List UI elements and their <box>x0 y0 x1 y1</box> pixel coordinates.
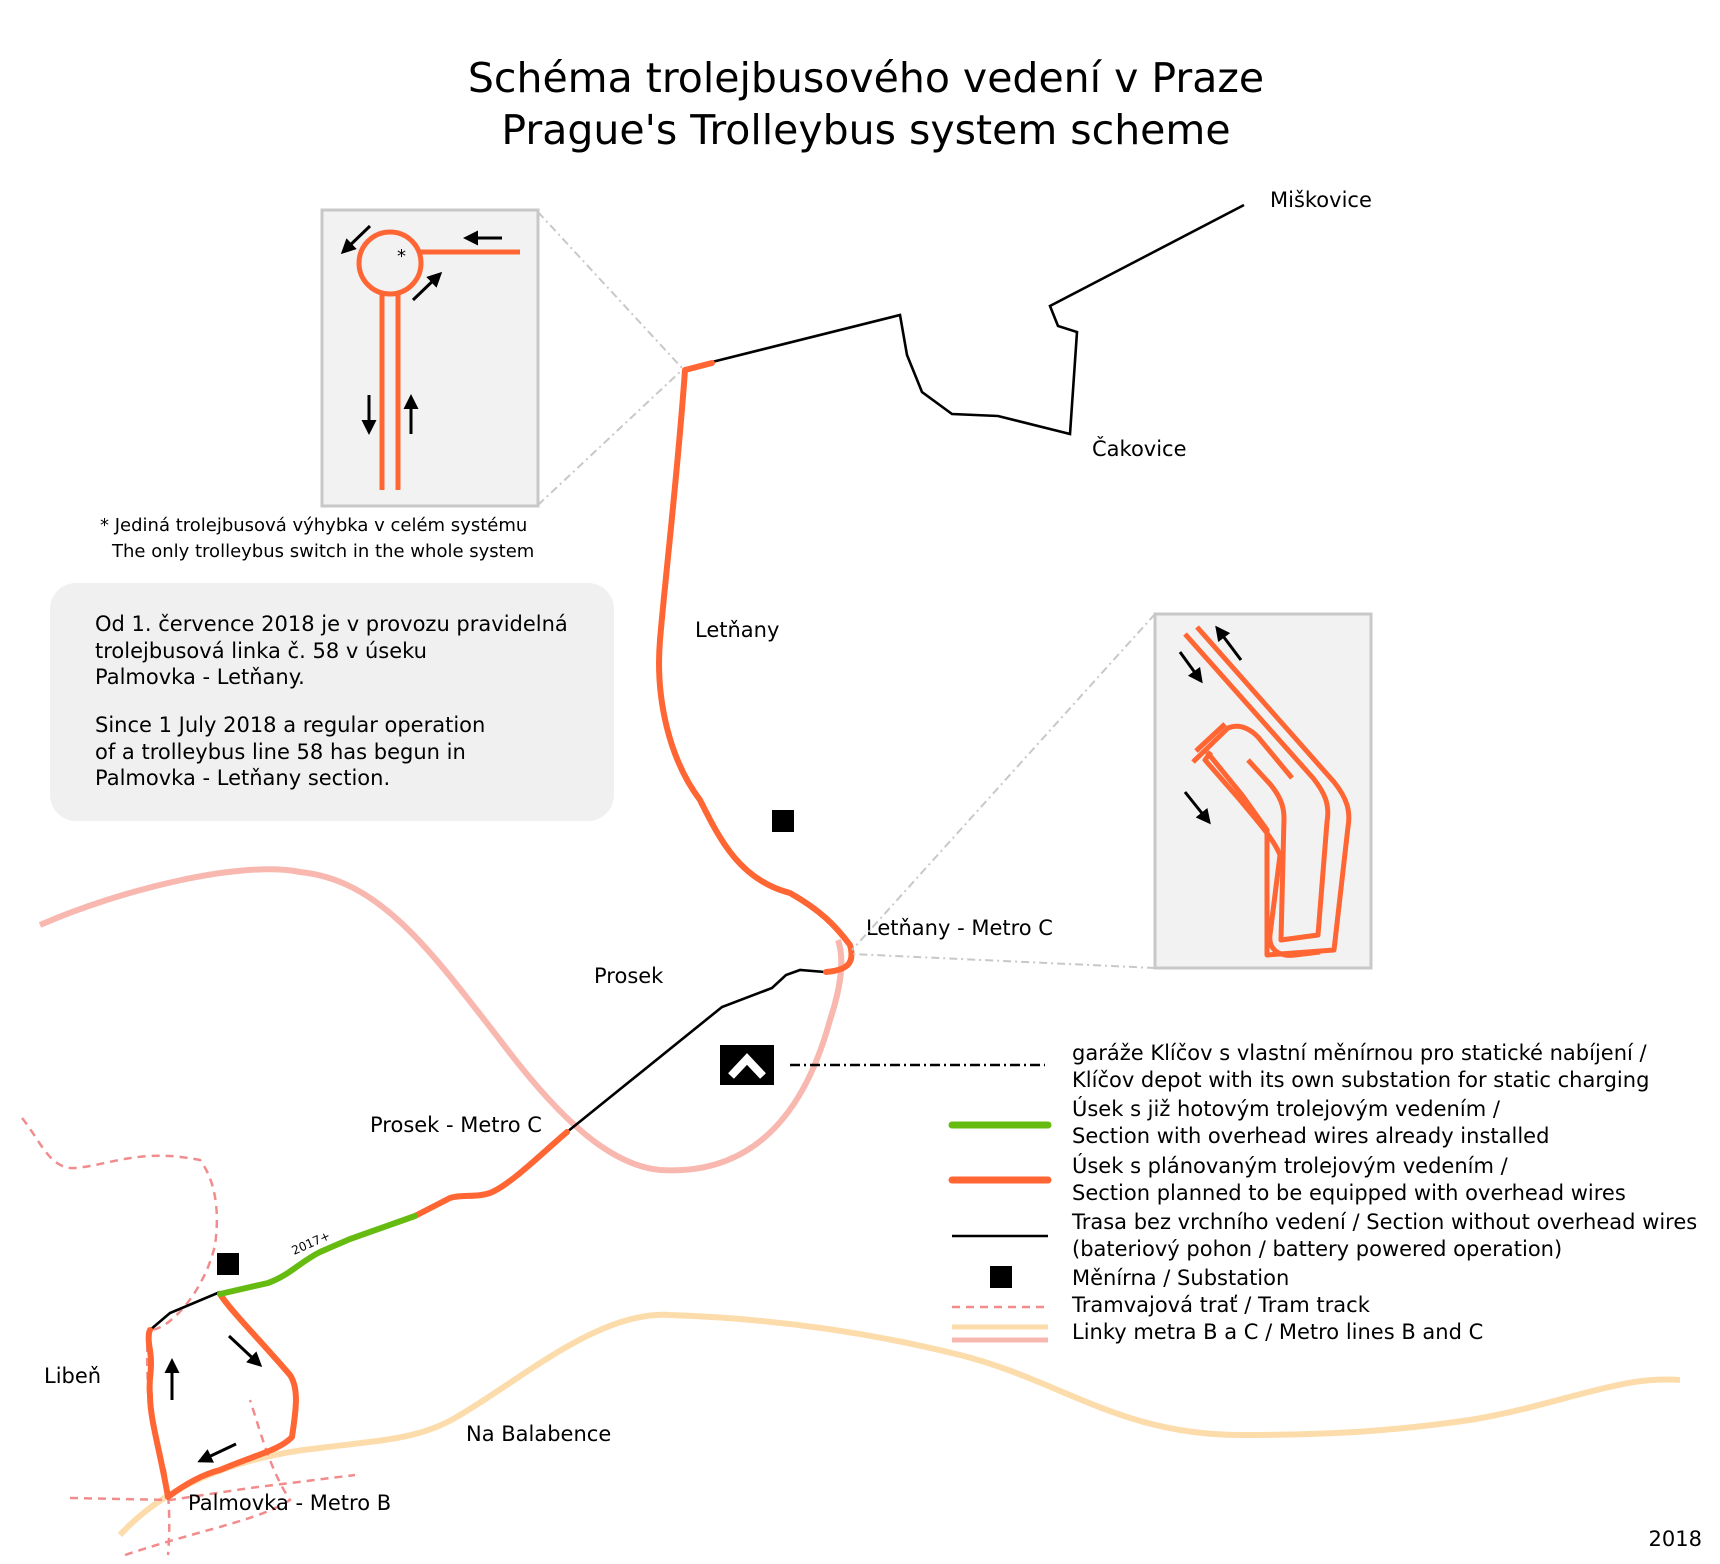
title-line1: Schéma trolejbusového vedení v Praze <box>468 54 1264 102</box>
svg-text:Palmovka - Letňany.: Palmovka - Letňany. <box>95 665 305 689</box>
route-tag: 2017+ <box>290 1228 333 1257</box>
legend: garáže Klíčov s vlastní měnírnou pro sta… <box>948 1041 1697 1344</box>
label-palmovka-metro: Palmovka - Metro B <box>188 1491 391 1515</box>
label-prosek-metro: Prosek - Metro C <box>370 1113 542 1137</box>
planned-route <box>145 360 855 1500</box>
legend-planned-1: Úsek s plánovaným trolejovým vedením / <box>1072 1153 1509 1178</box>
substation-icon <box>990 1266 1012 1288</box>
switch-asterisk: * <box>397 246 406 267</box>
legend-planned-2: Section planned to be equipped with over… <box>1072 1181 1626 1205</box>
legend-tram: Tramvajová trať / Tram track <box>1071 1293 1371 1317</box>
depot-icon <box>720 1045 774 1085</box>
svg-text:Od 1. července 2018 je v provo: Od 1. července 2018 je v provozu pravide… <box>95 612 568 636</box>
legend-battery-2: (bateriový pohon / battery powered opera… <box>1072 1237 1562 1261</box>
arrow-icon <box>340 224 372 255</box>
legend-substation: Měnírna / Substation <box>1072 1266 1289 1290</box>
legend-battery-1: Trasa bez vrchního vedení / Section with… <box>1071 1210 1697 1234</box>
battery-route <box>149 203 1245 1331</box>
title-line2: Prague's Trolleybus system scheme <box>501 106 1230 154</box>
route-arrows <box>164 1334 263 1463</box>
inset-note-cz: * Jediná trolejbusová výhybka v celém sy… <box>100 515 527 536</box>
metro-c-line <box>38 866 845 1174</box>
installed-route <box>217 1213 418 1297</box>
svg-text:Since 1 July 2018 a regular op: Since 1 July 2018 a regular operation <box>95 713 485 737</box>
label-cakovice: Čakovice <box>1092 436 1187 461</box>
arrow-icon <box>197 1442 237 1463</box>
label-prosek: Prosek <box>594 964 664 988</box>
substation-icon <box>217 1253 239 1275</box>
arrow-icon <box>411 271 443 302</box>
inset-loop <box>851 612 1373 970</box>
arrow-icon <box>1178 651 1203 684</box>
label-liben: Libeň <box>44 1364 101 1388</box>
inset-switch: * <box>320 208 683 508</box>
label-letnany: Letňany <box>695 618 779 642</box>
info-box-text: Od 1. července 2018 je v provozu pravide… <box>95 612 568 790</box>
tram-tracks <box>21 1117 356 1557</box>
legend-installed-1: Úsek s již hotovým trolejovým vedením / <box>1072 1096 1501 1121</box>
svg-text:Palmovka - Letňany section.: Palmovka - Letňany section. <box>95 766 390 790</box>
arrow-icon <box>1215 625 1243 661</box>
legend-depot-1: garáže Klíčov s vlastní měnírnou pro sta… <box>1072 1041 1648 1065</box>
info-box <box>50 583 614 821</box>
legend-installed-2: Section with overhead wires already inst… <box>1072 1124 1549 1148</box>
svg-text:of a trolleybus line 58 has be: of a trolleybus line 58 has begun in <box>95 740 466 764</box>
arrow-icon <box>227 1334 263 1368</box>
svg-text:trolejbusová linka č. 58 v úse: trolejbusová linka č. 58 v úseku <box>95 639 427 663</box>
arrow-icon <box>1183 791 1211 825</box>
substation-icon <box>772 810 794 832</box>
inset-note-en: The only trolleybus switch in the whole … <box>111 541 534 562</box>
label-na-balabence: Na Balabence <box>466 1422 611 1446</box>
metro-b-line <box>117 1311 1681 1538</box>
year-label: 2018 <box>1649 1527 1702 1551</box>
legend-metro: Linky metra B a C / Metro lines B and C <box>1072 1320 1483 1344</box>
legend-depot-2: Klíčov depot with its own substation for… <box>1072 1068 1649 1092</box>
label-letnany-metro: Letňany - Metro C <box>866 916 1053 940</box>
label-miskovice: Miškovice <box>1270 188 1372 212</box>
